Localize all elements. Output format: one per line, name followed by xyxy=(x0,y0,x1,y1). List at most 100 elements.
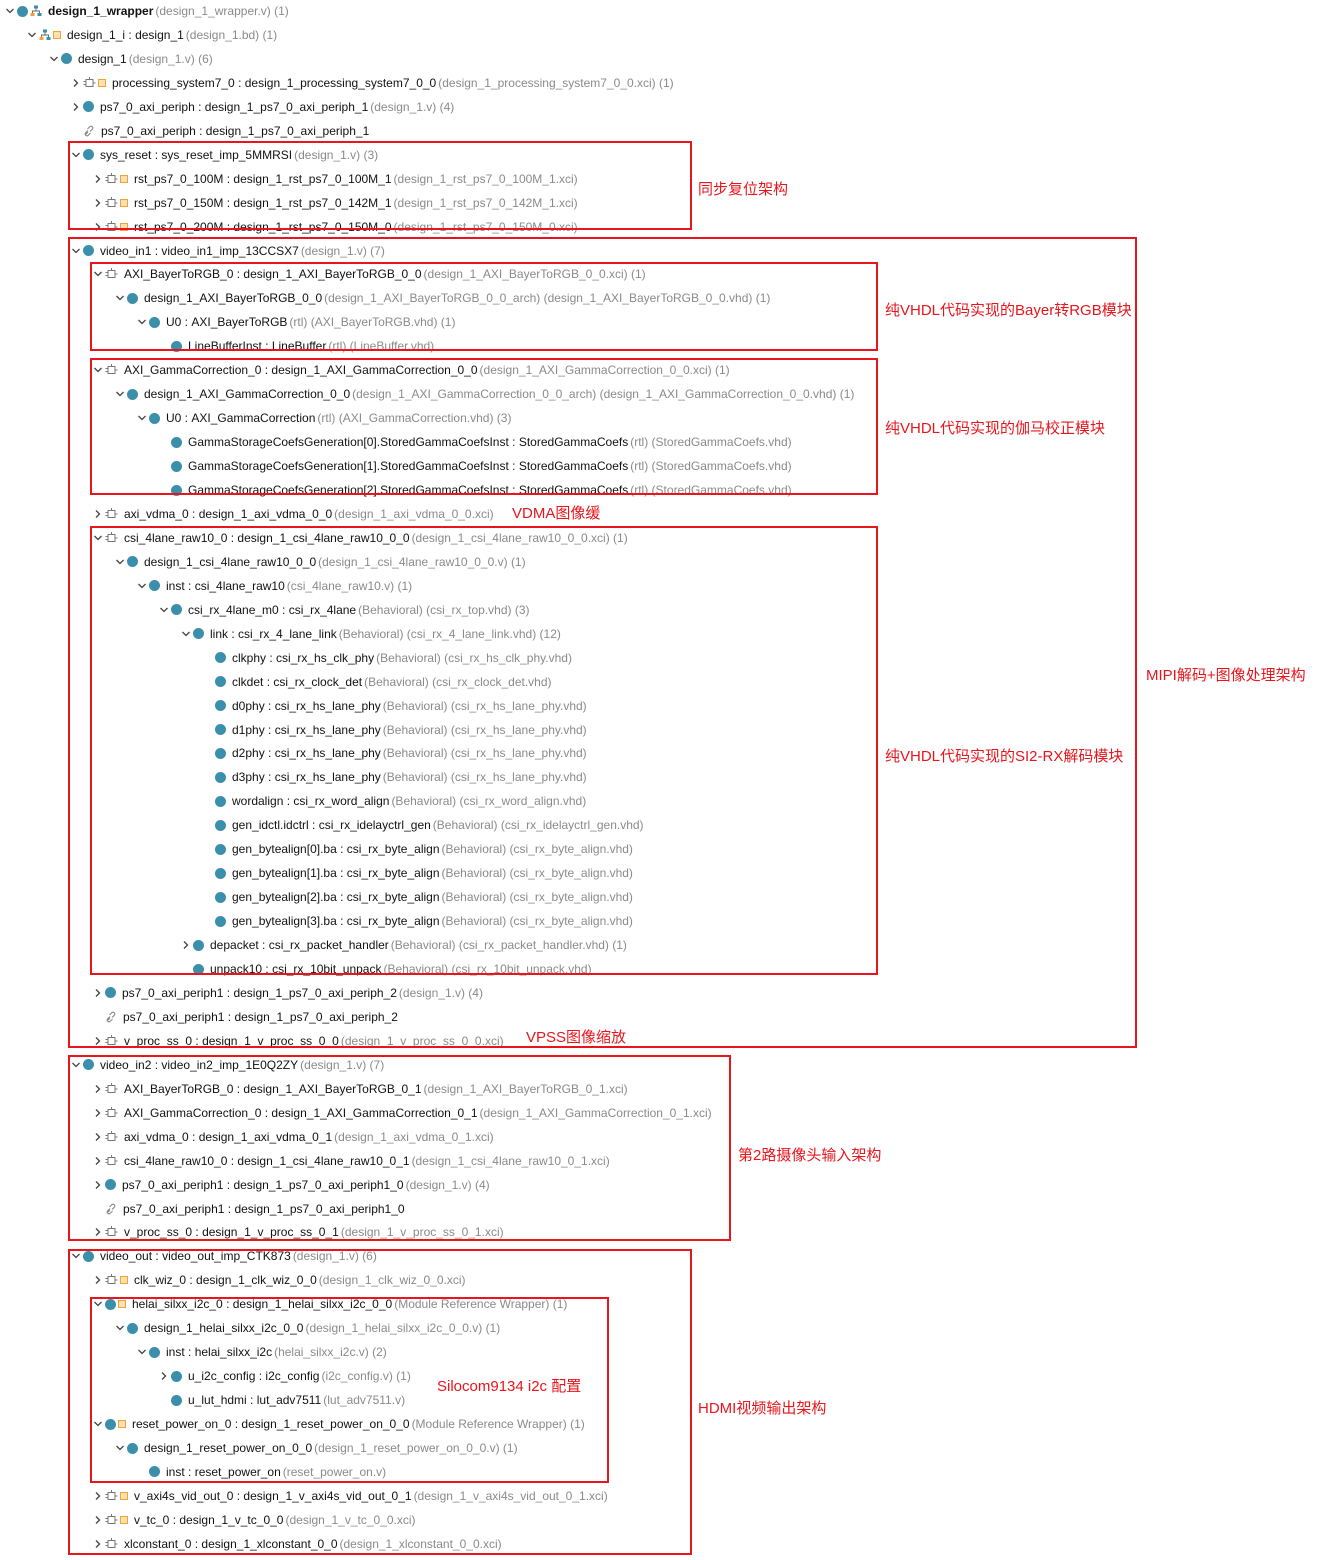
tree-row[interactable]: rst_ps7_0_100M : design_1_rst_ps7_0_100M… xyxy=(93,168,578,190)
tree-row[interactable]: GammaStorageCoefsGeneration[0].StoredGam… xyxy=(159,431,792,453)
tree-row[interactable]: inst : reset_power_on(reset_power_on.v) xyxy=(137,1461,386,1483)
tree-row[interactable]: csi_4lane_raw10_0 : design_1_csi_4lane_r… xyxy=(93,527,628,549)
tree-row[interactable]: AXI_GammaCorrection_0 : design_1_AXI_Gam… xyxy=(93,1102,712,1124)
tree-row[interactable]: ps7_0_axi_periph1 : design_1_ps7_0_axi_p… xyxy=(93,982,483,1004)
tree-row[interactable]: AXI_GammaCorrection_0 : design_1_AXI_Gam… xyxy=(93,359,730,381)
chevron-down-icon[interactable] xyxy=(93,267,103,281)
chevron-right-icon[interactable] xyxy=(93,1537,103,1551)
tree-row[interactable]: v_tc_0 : design_1_v_tc_0_0(design_1_v_tc… xyxy=(93,1509,416,1531)
tree-row[interactable]: video_in1 : video_in1_imp_13CCSX7(design… xyxy=(71,240,385,262)
tree-row[interactable]: unpack10 : csi_rx_10bit_unpack(Behaviora… xyxy=(181,958,592,980)
chevron-down-icon[interactable] xyxy=(115,1321,125,1335)
chevron-down-icon[interactable] xyxy=(137,411,147,425)
tree-row[interactable]: design_1(design_1.v) (6) xyxy=(49,48,213,70)
chevron-down-icon[interactable] xyxy=(93,363,103,377)
chevron-down-icon[interactable] xyxy=(115,1441,125,1455)
tree-row[interactable]: reset_power_on_0 : design_1_reset_power_… xyxy=(93,1413,585,1435)
chevron-right-icon[interactable] xyxy=(93,1225,103,1239)
chevron-down-icon[interactable] xyxy=(115,555,125,569)
chevron-down-icon[interactable] xyxy=(27,28,37,42)
chevron-right-icon[interactable] xyxy=(93,1178,103,1192)
chevron-down-icon[interactable] xyxy=(115,291,125,305)
tree-row[interactable]: gen_bytealign[2].ba : csi_rx_byte_align(… xyxy=(203,886,633,908)
chevron-down-icon[interactable] xyxy=(71,244,81,258)
chevron-right-icon[interactable] xyxy=(93,1273,103,1287)
chevron-right-icon[interactable] xyxy=(71,100,81,114)
tree-row[interactable]: processing_system7_0 : design_1_processi… xyxy=(71,72,674,94)
tree-row[interactable]: U0 : AXI_GammaCorrection(rtl) (AXI_Gamma… xyxy=(137,407,511,429)
chevron-down-icon[interactable] xyxy=(5,4,15,18)
chevron-right-icon[interactable] xyxy=(93,1130,103,1144)
tree-row[interactable]: rst_ps7_0_150M : design_1_rst_ps7_0_142M… xyxy=(93,192,578,214)
chevron-down-icon[interactable] xyxy=(93,1297,103,1311)
chevron-down-icon[interactable] xyxy=(71,1249,81,1263)
tree-row[interactable]: GammaStorageCoefsGeneration[1].StoredGam… xyxy=(159,455,792,477)
tree-row[interactable]: video_out : video_out_imp_CTK873(design_… xyxy=(71,1245,377,1267)
chevron-right-icon[interactable] xyxy=(159,1369,169,1383)
tree-row[interactable]: clk_wiz_0 : design_1_clk_wiz_0_0(design_… xyxy=(93,1269,466,1291)
tree-row[interactable]: gen_idctl.idctrl : csi_rx_idelayctrl_gen… xyxy=(203,814,644,836)
chevron-right-icon[interactable] xyxy=(181,938,191,952)
chevron-right-icon[interactable] xyxy=(71,76,81,90)
tree-row[interactable]: gen_bytealign[0].ba : csi_rx_byte_align(… xyxy=(203,838,633,860)
tree-row[interactable]: u_i2c_config : i2c_config(i2c_config.v) … xyxy=(159,1365,411,1387)
chevron-right-icon[interactable] xyxy=(93,196,103,210)
tree-row[interactable]: v_proc_ss_0 : design_1_v_proc_ss_0_1(des… xyxy=(93,1221,504,1243)
tree-row[interactable]: design_1_reset_power_on_0_0(design_1_res… xyxy=(115,1437,518,1459)
tree-row[interactable]: design_1_wrapper(design_1_wrapper.v) (1) xyxy=(5,0,289,22)
tree-row[interactable]: v_axi4s_vid_out_0 : design_1_v_axi4s_vid… xyxy=(93,1485,608,1507)
chevron-right-icon[interactable] xyxy=(93,507,103,521)
chevron-right-icon[interactable] xyxy=(93,172,103,186)
tree-row[interactable]: design_1_csi_4lane_raw10_0_0(design_1_cs… xyxy=(115,551,526,573)
tree-row[interactable]: axi_vdma_0 : design_1_axi_vdma_0_0(desig… xyxy=(93,503,494,525)
tree-row[interactable]: video_in2 : video_in2_imp_1E0Q2ZY(design… xyxy=(71,1054,384,1076)
tree-row[interactable]: d3phy : csi_rx_hs_lane_phy(Behavioral) (… xyxy=(203,766,587,788)
tree-row[interactable]: inst : csi_4lane_raw10(csi_4lane_raw10.v… xyxy=(137,575,412,597)
tree-row[interactable]: AXI_BayerToRGB_0 : design_1_AXI_BayerToR… xyxy=(93,263,646,285)
tree-row[interactable]: csi_4lane_raw10_0 : design_1_csi_4lane_r… xyxy=(93,1150,610,1172)
tree-row[interactable]: v_proc_ss_0 : design_1_v_proc_ss_0_0(des… xyxy=(93,1030,504,1052)
tree-row[interactable]: axi_vdma_0 : design_1_axi_vdma_0_1(desig… xyxy=(93,1126,494,1148)
chevron-right-icon[interactable] xyxy=(93,1106,103,1120)
chevron-down-icon[interactable] xyxy=(115,387,125,401)
tree-row[interactable]: design_1_AXI_BayerToRGB_0_0(design_1_AXI… xyxy=(115,287,770,309)
tree-row[interactable]: design_1_i : design_1(design_1.bd) (1) xyxy=(27,24,277,46)
tree-row[interactable]: u_lut_hdmi : lut_adv7511(lut_adv7511.v) xyxy=(159,1389,405,1411)
tree-row[interactable]: link : csi_rx_4_lane_link(Behavioral) (c… xyxy=(181,623,561,645)
tree-row[interactable]: depacket : csi_rx_packet_handler(Behavio… xyxy=(181,934,627,956)
tree-row[interactable]: helai_silxx_i2c_0 : design_1_helai_silxx… xyxy=(93,1293,567,1315)
tree-row[interactable]: ps7_0_axi_periph : design_1_ps7_0_axi_pe… xyxy=(71,120,369,142)
tree-row[interactable]: gen_bytealign[3].ba : csi_rx_byte_align(… xyxy=(203,910,633,932)
tree-row[interactable]: ps7_0_axi_periph : design_1_ps7_0_axi_pe… xyxy=(71,96,454,118)
chevron-down-icon[interactable] xyxy=(71,148,81,162)
tree-row[interactable]: wordalign : csi_rx_word_align(Behavioral… xyxy=(203,790,586,812)
chevron-right-icon[interactable] xyxy=(93,986,103,1000)
chevron-down-icon[interactable] xyxy=(181,627,191,641)
chevron-down-icon[interactable] xyxy=(137,579,147,593)
tree-row[interactable]: ps7_0_axi_periph1 : design_1_ps7_0_axi_p… xyxy=(93,1174,490,1196)
tree-row[interactable]: clkphy : csi_rx_hs_clk_phy(Behavioral) (… xyxy=(203,647,572,669)
tree-row[interactable]: ps7_0_axi_periph1 : design_1_ps7_0_axi_p… xyxy=(93,1198,405,1220)
chevron-down-icon[interactable] xyxy=(93,531,103,545)
chevron-right-icon[interactable] xyxy=(93,1034,103,1048)
chevron-down-icon[interactable] xyxy=(159,603,169,617)
chevron-down-icon[interactable] xyxy=(49,52,59,66)
chevron-down-icon[interactable] xyxy=(93,1417,103,1431)
chevron-down-icon[interactable] xyxy=(71,1058,81,1072)
chevron-right-icon[interactable] xyxy=(93,1082,103,1096)
chevron-down-icon[interactable] xyxy=(137,315,147,329)
tree-row[interactable]: sys_reset : sys_reset_imp_5MMRSI(design_… xyxy=(71,144,378,166)
chevron-right-icon[interactable] xyxy=(93,1489,103,1503)
tree-row[interactable]: design_1_AXI_GammaCorrection_0_0(design_… xyxy=(115,383,854,405)
tree-row[interactable]: rst_ps7_0_200M : design_1_rst_ps7_0_150M… xyxy=(93,216,578,238)
chevron-down-icon[interactable] xyxy=(137,1345,147,1359)
tree-row[interactable]: inst : helai_silxx_i2c(helai_silxx_i2c.v… xyxy=(137,1341,387,1363)
chevron-right-icon[interactable] xyxy=(93,1513,103,1527)
tree-row[interactable]: xlconstant_0 : design_1_xlconstant_0_0(d… xyxy=(93,1533,502,1555)
tree-row[interactable]: AXI_BayerToRGB_0 : design_1_AXI_BayerToR… xyxy=(93,1078,628,1100)
tree-row[interactable]: d2phy : csi_rx_hs_lane_phy(Behavioral) (… xyxy=(203,742,587,764)
tree-row[interactable]: design_1_helai_silxx_i2c_0_0(design_1_he… xyxy=(115,1317,500,1339)
tree-row[interactable]: d1phy : csi_rx_hs_lane_phy(Behavioral) (… xyxy=(203,719,587,741)
chevron-right-icon[interactable] xyxy=(93,1154,103,1168)
tree-row[interactable]: U0 : AXI_BayerToRGB(rtl) (AXI_BayerToRGB… xyxy=(137,311,455,333)
